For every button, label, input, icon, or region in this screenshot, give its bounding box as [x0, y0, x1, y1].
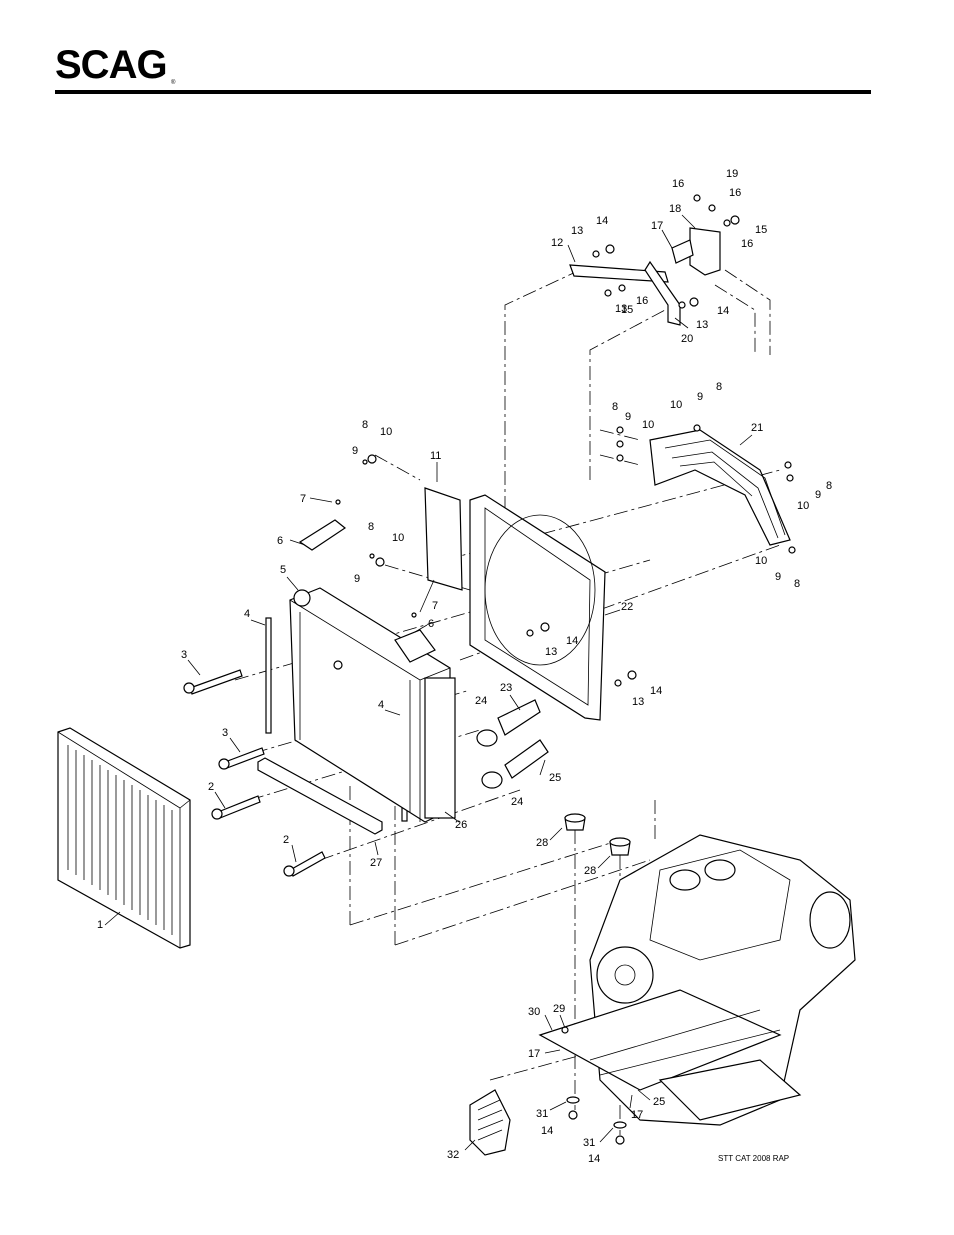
callout: 17	[651, 220, 663, 232]
callout: 8	[794, 578, 800, 590]
callout: 10	[642, 419, 654, 431]
callout: 24	[475, 695, 487, 707]
callout: 29	[553, 1003, 565, 1015]
part-hardware	[298, 194, 796, 1145]
callout: 21	[751, 422, 763, 434]
part-fan-guard	[649, 429, 791, 546]
callout: 32	[447, 1149, 459, 1161]
svg-text:SCAG: SCAG	[55, 44, 167, 86]
callout: 25	[549, 772, 561, 784]
callout: 10	[797, 500, 809, 512]
callout: 13	[615, 303, 627, 315]
callout: 14	[650, 685, 662, 697]
callout: 7	[300, 493, 306, 505]
callout: 30	[528, 1006, 540, 1018]
callout: 10	[755, 555, 767, 567]
part-engine	[538, 834, 856, 1126]
part-hoses	[476, 699, 549, 789]
callout: 16	[741, 238, 753, 250]
callout: 19	[726, 168, 738, 180]
callout: 13	[545, 646, 557, 658]
callout: 14	[588, 1153, 600, 1165]
callout: 28	[536, 837, 548, 849]
callout: 20	[681, 333, 693, 345]
part-screen	[57, 727, 191, 949]
drawing-reference-code: STT CAT 2008 RAP	[718, 1154, 789, 1163]
part-belt-guard	[469, 1089, 511, 1156]
callout: 11	[430, 450, 441, 462]
callout: 6	[277, 535, 283, 547]
leader-lines	[104, 214, 753, 1151]
part-radiator	[289, 587, 456, 823]
scag-logo: SCAG ®	[55, 44, 176, 86]
callout: 27	[370, 857, 382, 869]
callout: 14	[717, 305, 729, 317]
svg-text:®: ®	[171, 79, 176, 86]
callout: 8	[362, 419, 368, 431]
callout: 17	[631, 1109, 643, 1121]
callout: 3	[181, 649, 187, 661]
callout: 26	[455, 819, 467, 831]
callout: 18	[669, 203, 681, 215]
callout: 15	[621, 304, 633, 316]
callout: 1	[97, 919, 103, 931]
callout: 10	[670, 399, 682, 411]
callout: 13	[696, 319, 708, 331]
callout: 9	[354, 573, 360, 585]
callout: 4	[244, 608, 250, 620]
callout: 28	[584, 865, 596, 877]
callout: 10	[380, 426, 392, 438]
callout: 23	[500, 682, 512, 694]
callout: 4	[378, 699, 384, 711]
callout: 14	[541, 1125, 553, 1137]
callout: 31	[583, 1137, 595, 1149]
callout: 2	[283, 834, 289, 846]
callout: 6	[428, 618, 434, 630]
part-grommets	[564, 813, 631, 856]
header-rule	[55, 90, 871, 94]
callout: 9	[815, 489, 821, 501]
part-fan-shroud	[424, 487, 606, 721]
callout: 3	[222, 727, 228, 739]
callout: 9	[625, 411, 631, 423]
callout: 16	[636, 295, 648, 307]
callout: 8	[716, 381, 722, 393]
part-bolts	[183, 669, 326, 877]
callout: 8	[612, 401, 618, 413]
callout: 14	[596, 215, 608, 227]
callout: 5	[280, 564, 286, 576]
callout: 16	[672, 178, 684, 190]
callout: 14	[566, 635, 578, 647]
callout: 9	[697, 391, 703, 403]
part-brackets	[569, 227, 721, 326]
callout: 8	[826, 480, 832, 492]
callout: 13	[571, 225, 583, 237]
callout: 2	[208, 781, 214, 793]
callout: 25	[653, 1096, 665, 1108]
callout: 9	[352, 445, 358, 457]
callout: 15	[755, 224, 767, 236]
callout: 13	[632, 696, 644, 708]
callout: 31	[536, 1108, 548, 1120]
callout: 24	[511, 796, 523, 808]
part-strip	[257, 757, 383, 835]
callout-labels: 1 2 2 3 3 4 4 5 6 6 7 7 8 8 8 8 8 8 9 9 …	[97, 168, 832, 1165]
callout: 8	[368, 521, 374, 533]
callout: 17	[528, 1048, 540, 1060]
callout: 16	[729, 187, 741, 199]
callout: 7	[432, 600, 438, 612]
callout: 12	[551, 237, 563, 249]
callout: 10	[392, 532, 404, 544]
callout: 9	[775, 571, 781, 583]
callout: 22	[621, 601, 633, 613]
